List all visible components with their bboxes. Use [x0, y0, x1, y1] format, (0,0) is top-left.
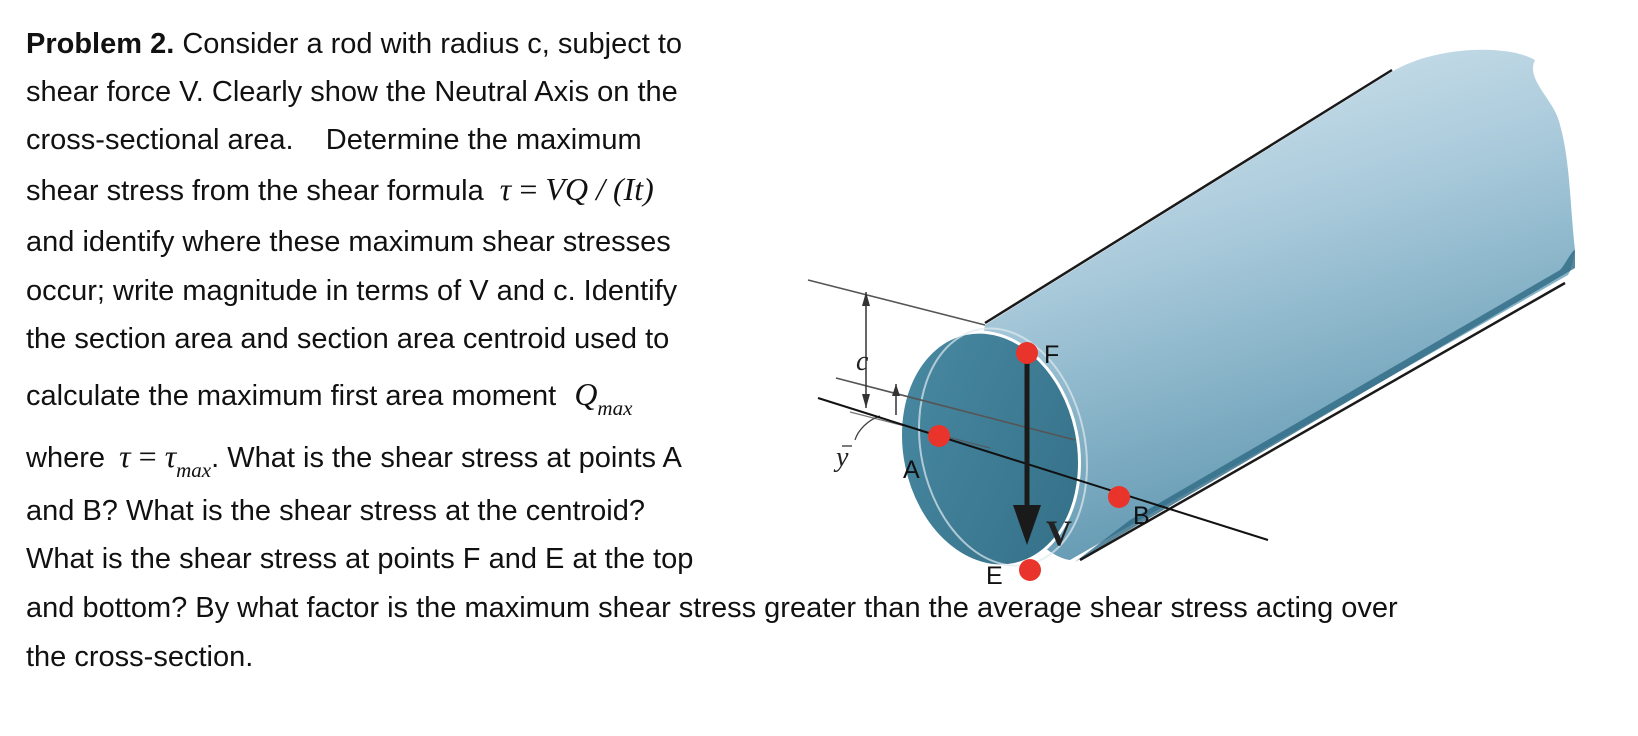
- label-ybar: y: [833, 442, 849, 473]
- rod-body: [979, 49, 1575, 560]
- problem-line-8: calculate the maximum first area moment …: [26, 376, 632, 419]
- rod-bottom-shade: [1075, 250, 1575, 562]
- problem-line-13: the cross-section.: [26, 641, 254, 673]
- neutral-axis-line: [817, 397, 1269, 541]
- dimension-extension-mid: [835, 377, 1076, 441]
- problem-line-2: shear force V. Clearly show the Neutral …: [26, 76, 678, 108]
- problem-line-5: and identify where these maximum shear s…: [26, 226, 671, 258]
- problem-line-11: What is the shear stress at points F and…: [26, 543, 694, 575]
- point-A-marker: [928, 425, 950, 447]
- point-E-marker: [1019, 559, 1041, 581]
- label-point-F: F: [1044, 341, 1059, 369]
- ybar-leader: [854, 415, 881, 441]
- tau-symbol: τ: [119, 438, 131, 474]
- problem-line-1: Problem 2. Consider a rod with radius c,…: [26, 30, 682, 59]
- point-F-marker: [1016, 342, 1038, 364]
- problem-line-10: and B? What is the shear stress at the c…: [26, 495, 645, 527]
- equals-sign: =: [138, 438, 157, 474]
- dimension-extension-top: [807, 279, 986, 326]
- problem-text: shear stress from the shear formula: [26, 175, 484, 207]
- point-B-marker: [1108, 486, 1130, 508]
- dimension-arrow-top: [862, 292, 870, 306]
- problem-line-9: where τ = τmax. What is the shear stress…: [26, 438, 682, 481]
- rod-bottom-edge: [1079, 281, 1566, 562]
- problem-text: . What is the shear stress at points A: [211, 442, 682, 474]
- shear-formula: VQ / (It): [545, 171, 654, 207]
- problem-text: cross-sectional area. Determine the maxi…: [26, 124, 642, 156]
- problem-text: calculate the maximum first area moment: [26, 380, 557, 412]
- dimension-arrow-bottom: [862, 394, 870, 408]
- problem-line-6: occur; write magnitude in terms of V and…: [26, 275, 678, 307]
- tau-max-symbol: τ: [164, 438, 177, 474]
- problem-line-7: the section area and section area centro…: [26, 323, 670, 355]
- equals-sign: =: [519, 171, 538, 207]
- problem-line-12: and bottom? By what factor is the maximu…: [26, 592, 1398, 624]
- label-point-E: E: [986, 562, 1003, 590]
- problem-line-3: cross-sectional area. Determine the maxi…: [26, 126, 642, 155]
- label-point-A: A: [903, 456, 920, 484]
- label-V: V: [1046, 513, 1072, 553]
- shear-force-arrow-head: [1013, 505, 1041, 545]
- dimension-arrow-ybar: [892, 384, 900, 396]
- problem-text: where: [26, 442, 105, 474]
- label-c: c: [856, 346, 869, 377]
- problem-line-4: shear stress from the shear formula τ = …: [26, 173, 654, 206]
- tau-symbol: τ: [499, 171, 512, 207]
- q-max-symbol: Q: [574, 376, 598, 412]
- problem-heading: Problem 2.: [26, 28, 175, 60]
- label-point-B: B: [1133, 502, 1150, 530]
- q-max-subscript: max: [597, 396, 633, 420]
- tau-max-subscript: max: [176, 458, 212, 482]
- problem-text: Consider a rod with radius c, subject to: [182, 28, 683, 60]
- rod-top-edge: [984, 68, 1393, 325]
